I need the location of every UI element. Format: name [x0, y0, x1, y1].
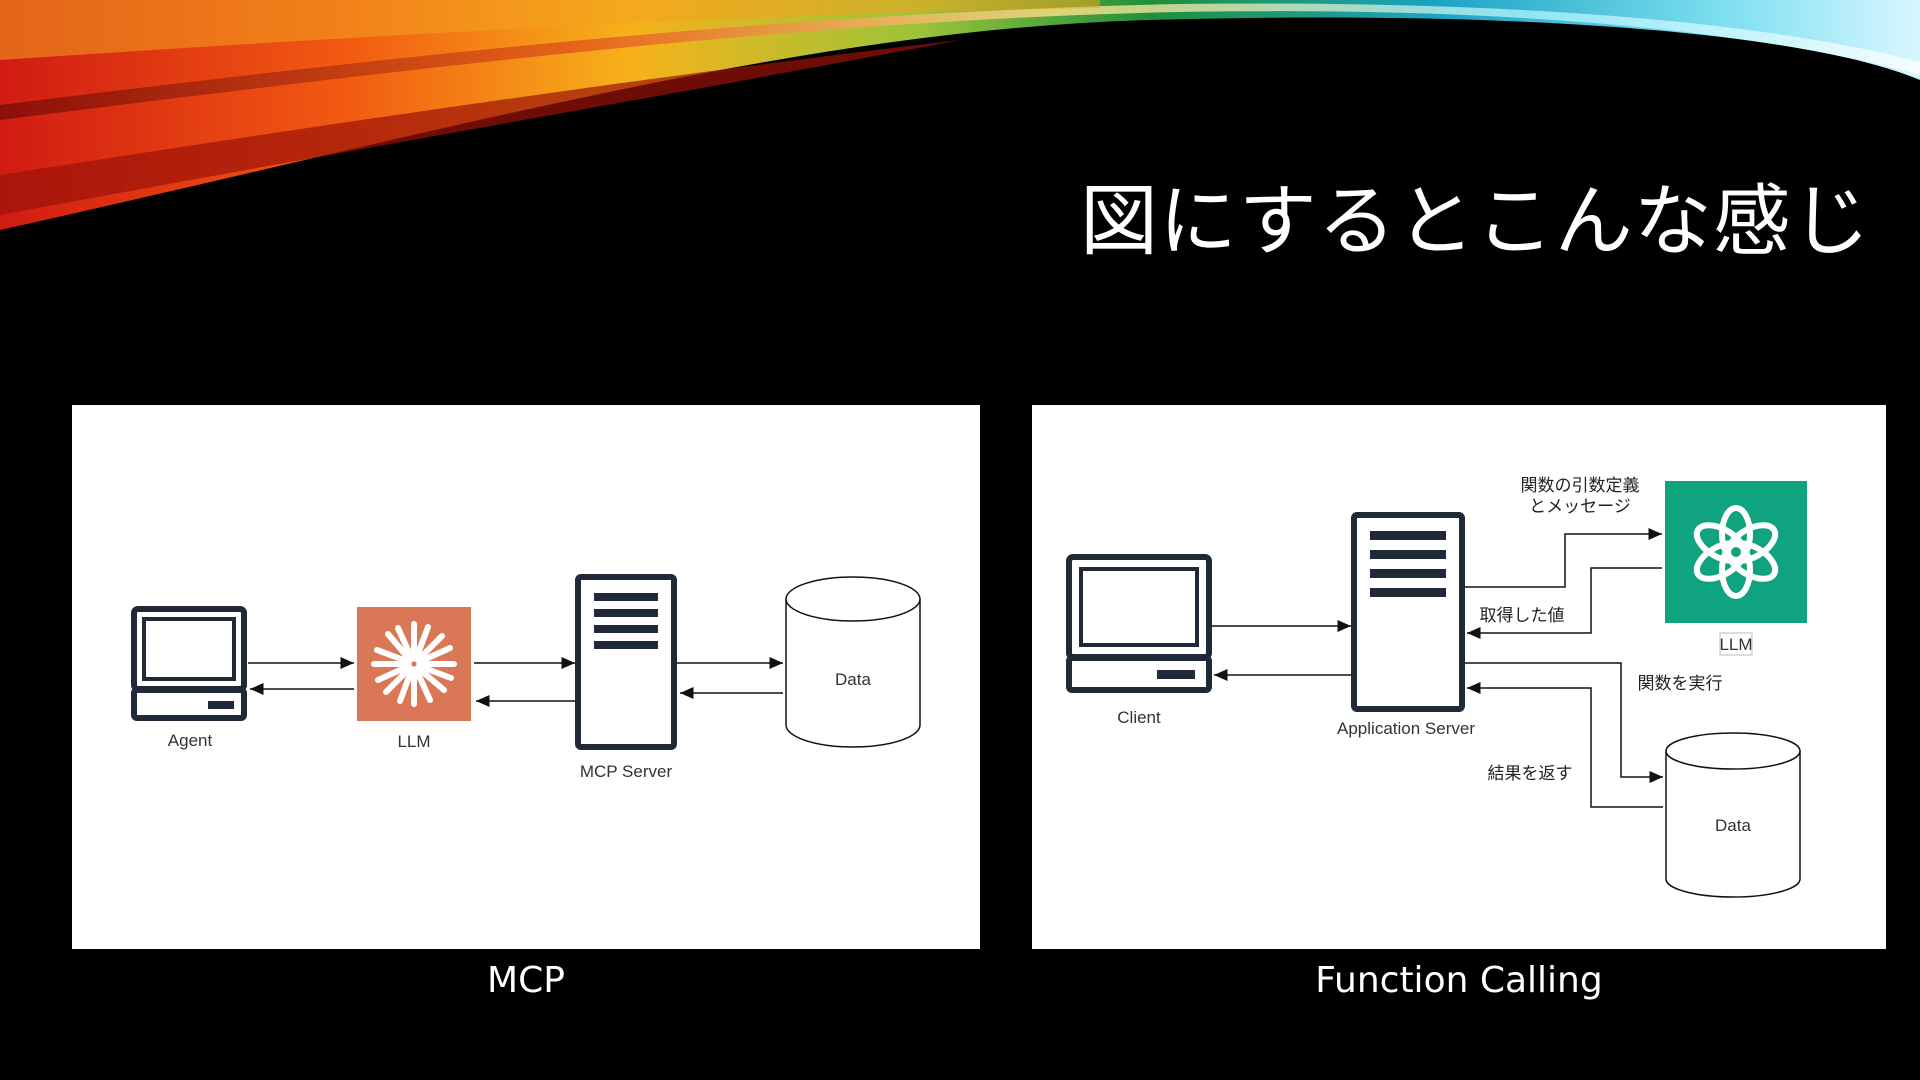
openai-llm-icon — [1665, 481, 1807, 623]
edge-label-args-line1: 関数の引数定義 — [1521, 476, 1640, 496]
mcp-server-icon — [575, 574, 677, 750]
data-cylinder — [785, 576, 921, 748]
edge-label-return-result: 結果を返す — [1488, 764, 1573, 784]
slide-title: 図にするとこんな感じ — [1080, 177, 1871, 267]
llm-label: LLM — [1719, 635, 1752, 654]
data-label: Data — [1715, 816, 1751, 835]
agent-computer-icon — [131, 606, 247, 721]
data-cylinder — [1665, 732, 1801, 898]
function-calling-caption: Function Calling — [1315, 960, 1603, 1001]
arrow-server-to-data — [1465, 662, 1663, 783]
claude-llm-icon — [357, 607, 471, 721]
agent-label: Agent — [168, 731, 213, 750]
client-computer-icon — [1066, 554, 1212, 693]
llm-label: LLM — [397, 732, 430, 751]
mcp-diagram-panel: Agent LLM — [72, 405, 980, 949]
llm-label-box — [1719, 632, 1753, 656]
mcp-caption: MCP — [487, 960, 565, 1001]
application-server-icon — [1351, 512, 1465, 712]
mcp-server-label: MCP Server — [580, 762, 673, 781]
rainbow-swoosh-decoration — [0, 0, 1920, 230]
edge-label-args-line2: とメッセージ — [1529, 497, 1631, 517]
edge-label-execute-function: 関数を実行 — [1638, 674, 1723, 694]
client-label: Client — [1117, 708, 1161, 727]
edge-label-obtained-value: 取得した値 — [1480, 606, 1565, 626]
function-calling-diagram-panel: Client Application Server LLM — [1032, 405, 1886, 949]
arrow-llm-to-server — [1467, 567, 1662, 639]
data-label: Data — [835, 670, 871, 689]
arrow-data-to-server — [1467, 682, 1663, 808]
arrow-server-to-llm — [1465, 528, 1662, 588]
app-server-label: Application Server — [1337, 719, 1475, 738]
